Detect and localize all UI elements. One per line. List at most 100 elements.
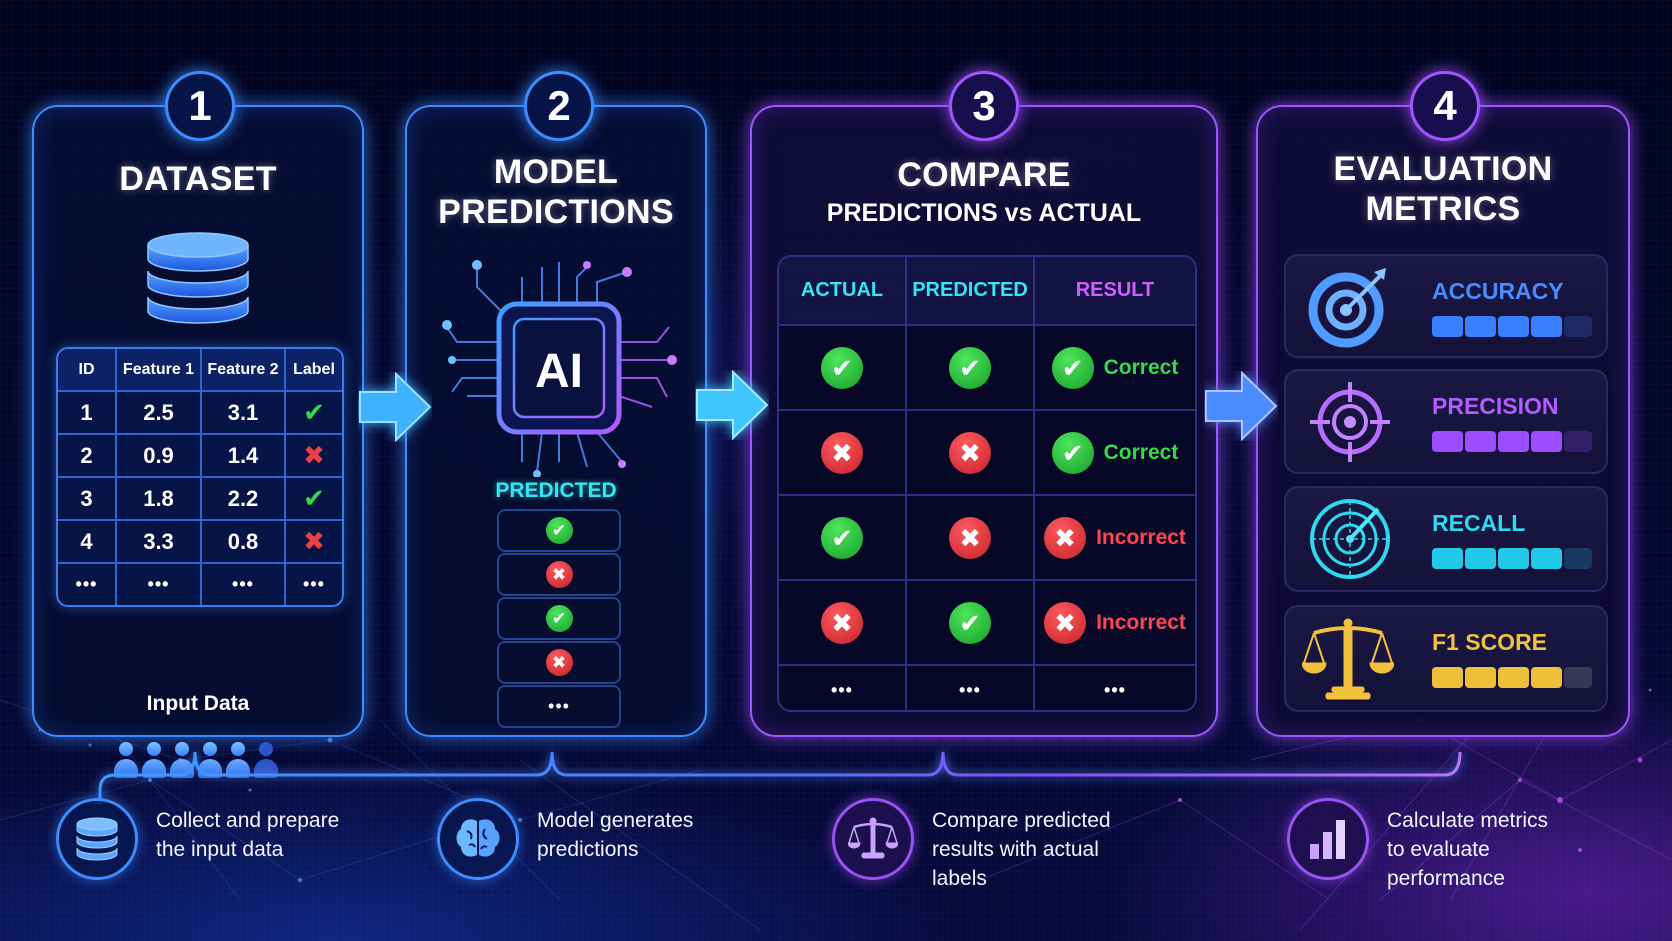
radar-icon (1310, 499, 1390, 579)
result-incorrect: Incorrect (1096, 610, 1186, 634)
table-row: 2 0.9 1.4 ✖ (58, 433, 342, 476)
check-circle-icon: ✔ (821, 516, 863, 559)
model-predictions-panel: 2 MODEL PREDICTIONS AI PREDICTED ✔ ✖ ✔ ✖… (405, 71, 707, 737)
panel-title-line-2: PREDICTIONS (438, 193, 674, 231)
step-number-badge: 4 (1410, 71, 1480, 141)
ellipsis: ••• (905, 666, 1033, 710)
cell-feature-1: 2.5 (115, 392, 200, 433)
list-item: ✖ (497, 553, 621, 596)
metric-card-recall: RECALL (1284, 486, 1608, 592)
description-line: Model generates (537, 809, 694, 832)
table-header-row: ID Feature 1 Feature 2 Label (58, 349, 342, 390)
result-correct: Correct (1103, 355, 1179, 379)
predictions-list: ✔ ✖ ✔ ✖ ••• (497, 509, 621, 729)
panel-subtitle: PREDICTIONS vs ACTUAL (826, 199, 1142, 227)
cross-circle-icon: ✖ (545, 561, 573, 588)
description-line: Compare predicted (932, 809, 1111, 832)
metric-name: PRECISION (1432, 393, 1559, 419)
ellipsis: ••• (284, 564, 342, 605)
description-line: performance (1387, 867, 1505, 890)
panel-title-line-1: EVALUATION (1333, 150, 1553, 188)
panel-title: COMPARE (897, 156, 1071, 194)
check-circle-icon: ✔ (545, 517, 573, 544)
check-icon: ✔ (284, 478, 342, 519)
table-row: ✖ ✔ ✖Incorrect (779, 579, 1195, 664)
ellipsis: ••• (75, 574, 98, 594)
cell-id: 2 (80, 442, 93, 468)
check-circle-icon: ✔ (949, 601, 991, 644)
table-header-row: ACTUAL PREDICTED RESULT (779, 257, 1195, 324)
bar-chart-icon (1310, 820, 1345, 859)
table-row: ✔ ✔ ✔Correct (779, 324, 1195, 409)
description-line: the input data (156, 838, 284, 861)
dataset-table: ID Feature 1 Feature 2 Label 1 2.5 3.1 ✔… (56, 347, 344, 607)
predicted-label: PREDICTED (495, 479, 617, 502)
cell-feature-1: 1.8 (115, 478, 200, 519)
cell-id: 1 (80, 399, 93, 425)
cell-id: 3 (80, 485, 93, 511)
cell-feature-1: 3.3 (115, 521, 200, 562)
ellipsis: ••• (115, 564, 200, 605)
step-number-badge: 1 (165, 71, 235, 141)
panel-title-line-2: METRICS (1365, 190, 1521, 228)
metric-card-f1-score: F1 SCORE (1284, 605, 1608, 712)
cross-icon: ✖ (284, 435, 342, 476)
cross-circle-icon: ✖ (1044, 516, 1087, 559)
cell-id: 4 (80, 528, 93, 554)
cross-circle-icon: ✖ (949, 516, 991, 559)
description-line: results with actual (932, 838, 1099, 861)
metric-card-accuracy: ACCURACY (1284, 254, 1608, 358)
column-header-feature-1: Feature 1 (115, 349, 200, 390)
check-icon: ✔ (284, 392, 342, 433)
ellipsis: ••• (831, 680, 853, 700)
metric-progress-bar (1432, 548, 1592, 569)
evaluation-metrics-panel: 4 EVALUATION METRICS ACCURACY PRECISION (1256, 71, 1630, 737)
balance-scale-icon (848, 817, 898, 859)
cross-circle-icon: ✖ (821, 431, 863, 474)
table-row: ••• ••• ••• (779, 664, 1195, 710)
description-compare: Compare predicted results with actual la… (832, 798, 1111, 893)
table-row: 3 1.8 2.2 ✔ (58, 476, 342, 519)
ai-chip-icon: AI (442, 260, 677, 477)
description-line: to evaluate (1387, 838, 1490, 861)
metric-progress-bar (1432, 667, 1592, 688)
metric-card-precision: PRECISION (1284, 369, 1608, 474)
right-arrow-icon (359, 372, 432, 442)
ellipsis: ••• (200, 564, 284, 605)
cross-circle-icon: ✖ (949, 431, 991, 474)
users-group-icon (114, 742, 278, 782)
cell-feature-1: 0.9 (115, 435, 200, 476)
description-line: predictions (537, 838, 639, 861)
column-header-result: RESULT (1033, 257, 1195, 324)
check-circle-icon: ✔ (545, 605, 573, 632)
column-header-feature-2: Feature 2 (200, 349, 284, 390)
cell-feature-2: 0.8 (200, 521, 284, 562)
metric-progress-bar (1432, 431, 1592, 452)
list-item: ✔ (497, 509, 621, 552)
result-correct: Correct (1103, 440, 1179, 464)
panel-title-line-1: MODEL (493, 153, 619, 191)
description-line: labels (932, 867, 987, 890)
dataset-panel: 1 DATASET ID Feature 1 Feature 2 Label 1… (32, 71, 364, 778)
table-row: ✖ ✖ ✔Correct (779, 409, 1195, 494)
table-row: 1 2.5 3.1 ✔ (58, 390, 342, 433)
list-item: ✔ (497, 597, 621, 640)
cross-circle-icon: ✖ (821, 601, 863, 644)
check-circle-icon: ✔ (1051, 346, 1094, 389)
svg-text:AI: AI (535, 345, 583, 398)
column-header-actual: ACTUAL (800, 279, 884, 301)
input-data-label: Input Data (146, 692, 250, 715)
table-row: 4 3.3 0.8 ✖ (58, 519, 342, 562)
ellipsis: ••• (1033, 666, 1195, 710)
table-row: ••• ••• ••• ••• (58, 562, 342, 605)
list-item-ellipsis: ••• (497, 685, 621, 728)
metric-name: ACCURACY (1432, 278, 1564, 304)
balance-scale-icon (1302, 618, 1394, 699)
metric-name: RECALL (1432, 510, 1526, 536)
cell-feature-2: 3.1 (200, 392, 284, 433)
list-item: ✖ (497, 641, 621, 684)
database-icon (76, 817, 118, 861)
cross-circle-icon: ✖ (545, 649, 573, 676)
table-row: ✔ ✖ ✖Incorrect (779, 494, 1195, 579)
column-header-predicted: PREDICTED (905, 257, 1033, 324)
